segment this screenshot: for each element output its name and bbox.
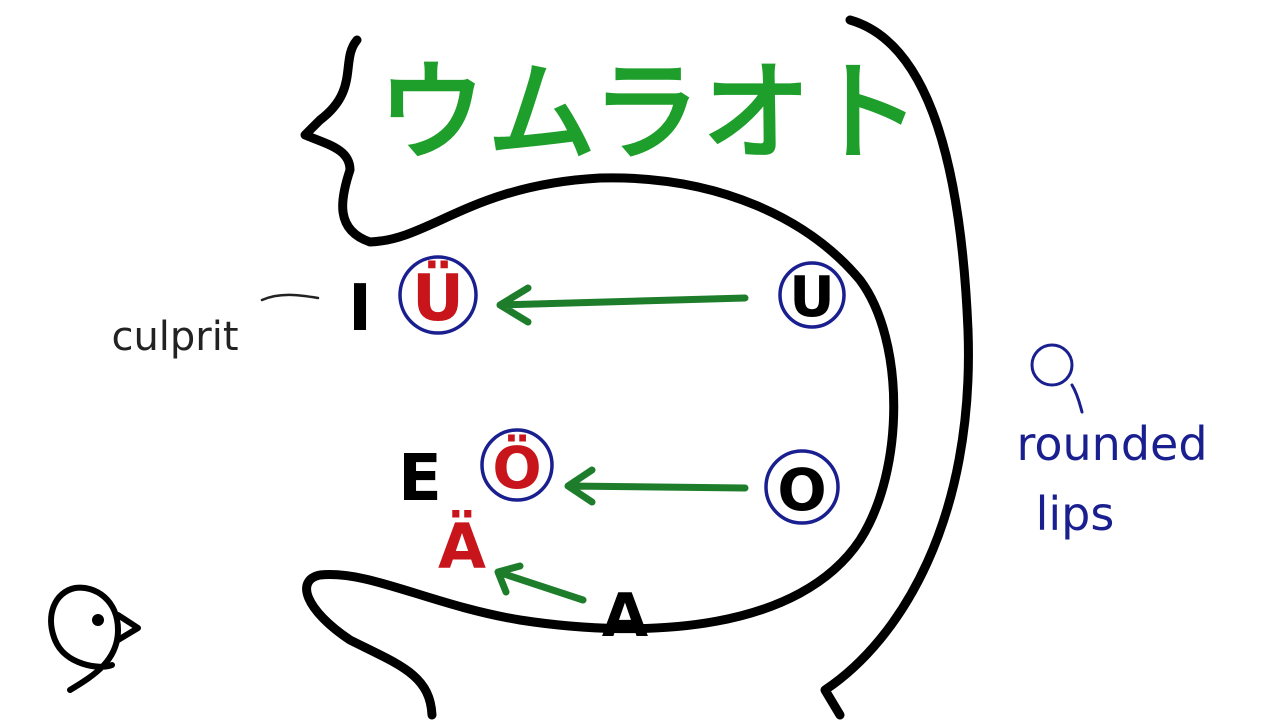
bird-mascot-icon bbox=[48, 584, 141, 693]
ring-o bbox=[764, 449, 840, 525]
rounded-label: rounded bbox=[1016, 417, 1207, 471]
vowel-o: O bbox=[777, 456, 826, 524]
arrow-o-to-o-umlaut bbox=[564, 466, 749, 506]
arrow-u-to-u-umlaut bbox=[496, 284, 749, 326]
vowel-a: A bbox=[602, 581, 649, 651]
vowel-e: E bbox=[398, 442, 442, 516]
culprit-label: culprit bbox=[111, 314, 238, 360]
vowel-u: U bbox=[789, 265, 834, 330]
vowel-i: I bbox=[348, 272, 372, 346]
ring-o-umlaut bbox=[480, 428, 554, 502]
ring-u bbox=[778, 261, 846, 329]
vowel-o-umlaut: Ö bbox=[492, 433, 541, 502]
arrow-a-to-a-umlaut bbox=[494, 562, 587, 604]
head-outline bbox=[820, 15, 973, 720]
face-profile bbox=[300, 35, 899, 720]
rounded-lips-icon-stem bbox=[1070, 383, 1084, 414]
ring-u-umlaut bbox=[398, 255, 478, 335]
vowel-u-umlaut: Ü bbox=[412, 260, 464, 336]
title: ウムラオト bbox=[378, 51, 923, 176]
culprit-pointer bbox=[260, 293, 320, 302]
lips-label: lips bbox=[1036, 487, 1115, 541]
vowel-a-umlaut: Ä bbox=[438, 510, 486, 583]
rounded-lips-icon bbox=[1030, 343, 1074, 387]
